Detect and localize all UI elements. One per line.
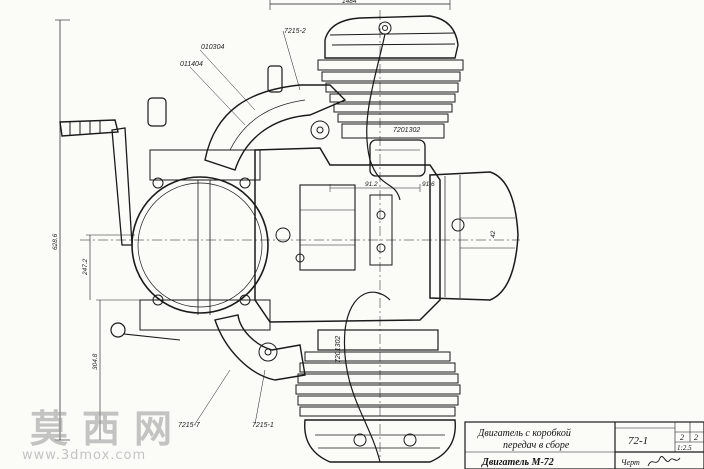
part-label-7201302: 7201302 [393, 127, 420, 134]
title-block-frame [464, 421, 704, 469]
engine-name: Двигатель М-72 [481, 457, 554, 468]
dimension-91-6: 91.6 [422, 181, 435, 188]
dimension-height-total: 628.6 [52, 233, 59, 250]
part-label-7201302-lower: 7201302 [335, 336, 342, 363]
drawing-number: 72-1 [628, 435, 648, 447]
dimension-42: 42 [490, 230, 497, 238]
part-label-7215-1: 7215-1 [252, 422, 274, 429]
sign-label: Черт [621, 458, 640, 467]
sheet-number-2: 2 [694, 433, 698, 442]
scale: 1:2.5 [677, 444, 692, 452]
title-line-2: передач в сборе [503, 440, 570, 451]
top-dimension: 1484 [342, 0, 357, 5]
part-label-010304: 010304 [201, 44, 224, 51]
title-line-1: Двигатель с коробкой [477, 428, 571, 439]
dimension-height-low: 304.8 [92, 353, 99, 370]
part-label-7215-2: 7215-2 [284, 28, 306, 35]
part-label-011404: 011404 [180, 61, 203, 68]
dimension-height-mid: 247.2 [82, 258, 89, 276]
dimension-91-2: 91.2 [365, 181, 378, 188]
sheet-number-1: 2 [680, 433, 684, 442]
part-label-7215-7: 7215-7 [178, 422, 201, 429]
signature [647, 456, 681, 467]
